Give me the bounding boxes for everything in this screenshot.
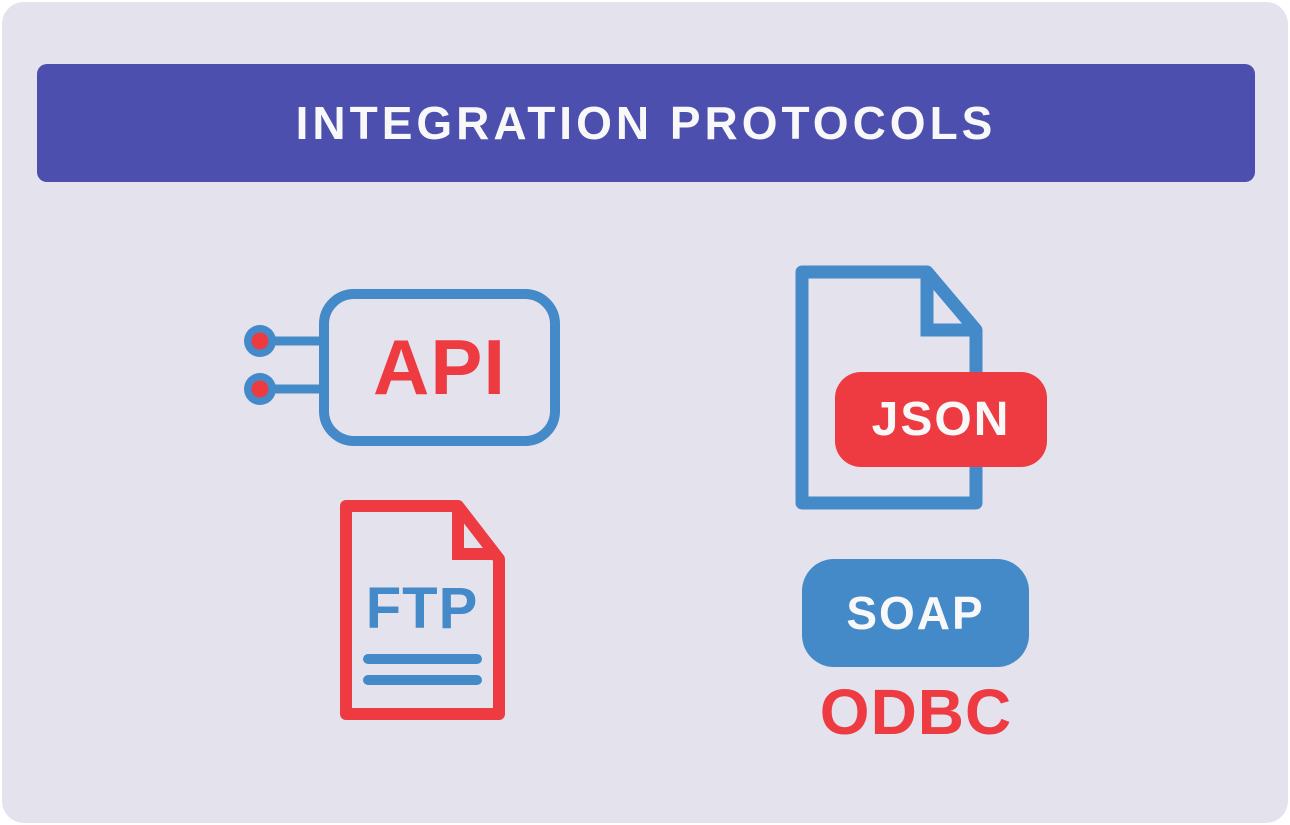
json-file-outline [795,265,983,510]
json-file-icon: JSON [782,252,1072,522]
soap-badge: SOAP [802,559,1029,667]
api-icon: API [237,280,572,455]
ftp-label: FTP [366,576,479,641]
ftp-file-icon: FTP [327,487,527,737]
title-banner: INTEGRATION PROTOCOLS [37,64,1255,182]
api-port-dot [251,380,269,398]
api-icon-graphic [244,289,560,446]
json-file-graphic [795,265,983,510]
json-file-fold [920,274,974,337]
odbc-label: ODBC [819,676,1013,748]
api-label: API [372,323,507,411]
json-badge: JSON [835,372,1047,467]
page-title: INTEGRATION PROTOCOLS [295,97,997,149]
soap-label: SOAP [846,587,985,639]
ftp-file-fold [452,508,497,560]
api-box-outline [319,289,560,446]
ftp-file-graphic: FTP [340,500,505,720]
json-label: JSON [871,393,1011,446]
api-port-dot [251,332,269,350]
